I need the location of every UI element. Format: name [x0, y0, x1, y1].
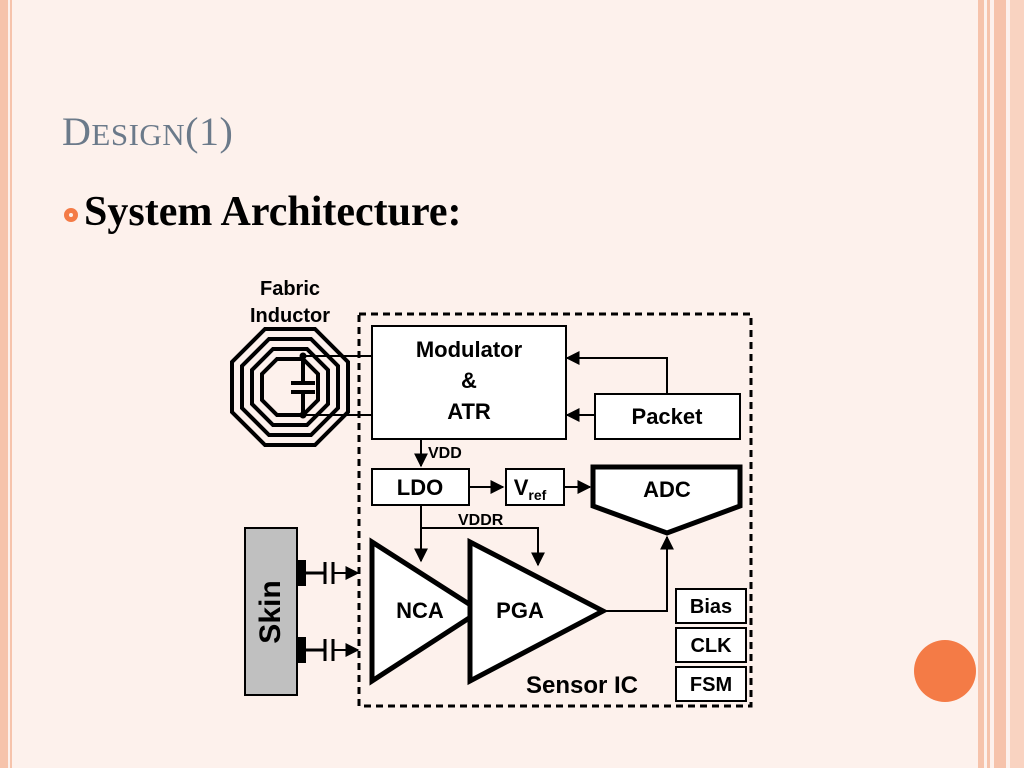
- bullet-item: System Architecture:: [64, 188, 462, 236]
- packet-to-modulator-arrow: [565, 351, 668, 394]
- sensor-ic-label: Sensor IC: [526, 672, 638, 699]
- right-stripe-1: [978, 0, 984, 768]
- right-stripe-3: [994, 0, 1006, 768]
- pga-to-adc-arrow: [604, 535, 674, 612]
- right-stripe-2: [987, 0, 990, 768]
- bullet-text: System Architecture:: [84, 189, 462, 235]
- fsm-label: FSM: [690, 674, 732, 696]
- vref-label: Vref: [514, 475, 547, 503]
- nca-amplifier: [369, 537, 485, 686]
- skin-block: [244, 527, 298, 696]
- fsm-block: [675, 666, 747, 702]
- sensor-ic-boundary: [357, 312, 753, 708]
- fabric-inductor-coil: [230, 327, 350, 447]
- inductor-capacitor-icon: [291, 356, 315, 415]
- ldo-block: [371, 468, 470, 506]
- modulator-label: Modulator: [416, 337, 523, 362]
- bullet-icon: [64, 208, 78, 222]
- fabric-inductor-label-1: Fabric: [260, 278, 320, 300]
- bias-label: Bias: [690, 596, 732, 618]
- right-stripe-4: [1010, 0, 1024, 768]
- clk-label: CLK: [690, 635, 732, 657]
- slide-title-suffix: (1): [185, 109, 234, 154]
- ldo-label: LDO: [397, 475, 443, 500]
- atr-label: ATR: [447, 399, 491, 424]
- skin-label: Skin: [254, 580, 287, 643]
- coupling-capacitor-top-icon: [306, 562, 335, 584]
- clk-block: [675, 627, 747, 663]
- slide-title-first-letter: D: [62, 109, 92, 154]
- slide-title-small-caps: ESIGN: [91, 117, 186, 152]
- left-edge-line: [10, 0, 12, 768]
- bias-block: [675, 588, 747, 624]
- modulator-ampersand: &: [461, 368, 477, 393]
- coupling-capacitor-bottom-icon: [306, 639, 335, 661]
- pga-label: PGA: [496, 598, 544, 623]
- vdd-label: VDD: [428, 445, 462, 462]
- modulator-atr-block: [371, 325, 567, 440]
- electrode-top: [296, 560, 306, 586]
- packet-block: [594, 393, 741, 440]
- slide-title: DESIGN(1): [62, 108, 233, 155]
- left-edge-stripe: [0, 0, 8, 768]
- electrode-bottom: [296, 637, 306, 663]
- fabric-inductor-label-2: Inductor: [250, 305, 330, 327]
- adc-block: [590, 464, 743, 536]
- decorative-circle: [914, 640, 976, 702]
- adc-label: ADC: [643, 477, 691, 502]
- vddr-to-pga-arrow: [420, 505, 545, 567]
- vddr-label: VDDR: [458, 512, 504, 529]
- packet-label: Packet: [632, 404, 704, 429]
- nca-label: NCA: [396, 598, 444, 623]
- pga-amplifier: [467, 537, 609, 686]
